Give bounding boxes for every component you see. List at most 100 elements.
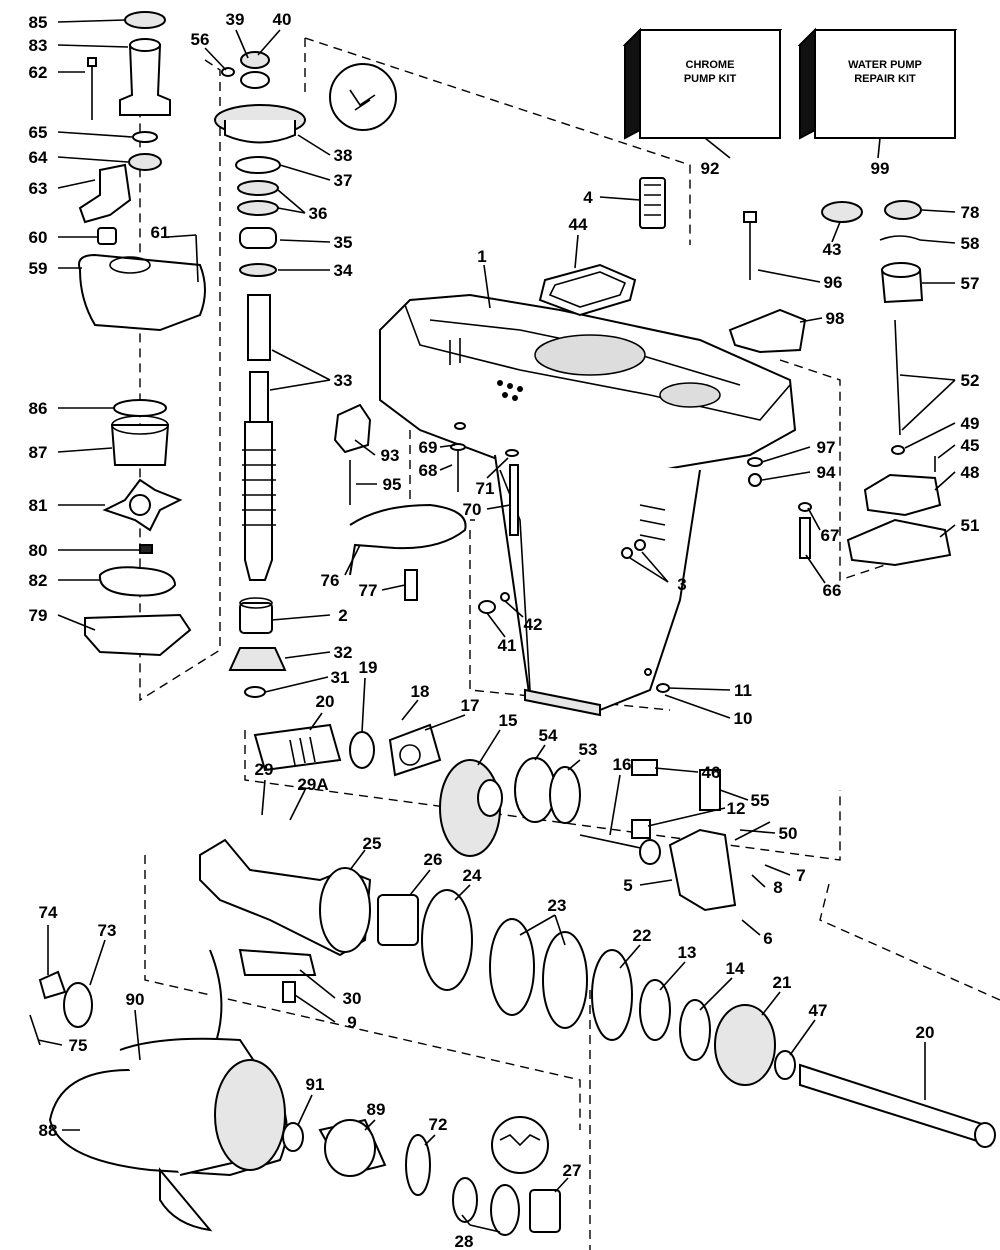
callout-33: 33	[334, 371, 353, 390]
kit-label-chrome-line2: PUMP KIT	[684, 73, 737, 85]
side-outline	[304, 38, 591, 1250]
callout-57: 57	[961, 274, 980, 293]
callout-28: 28	[455, 1232, 474, 1250]
callout-8: 8	[773, 878, 782, 897]
callout-32: 32	[334, 643, 353, 662]
kit-label-chrome-line1: CHROME	[686, 59, 735, 71]
callout-23: 23	[548, 896, 567, 915]
callout-94: 94	[817, 463, 836, 482]
callout-90: 90	[126, 990, 145, 1009]
callout-83: 83	[29, 36, 48, 55]
callout-58: 58	[961, 234, 980, 253]
callout-13: 13	[678, 943, 697, 962]
callout-63: 63	[29, 179, 48, 198]
callout-43: 43	[823, 240, 842, 259]
kit-label-waterpump-line2: REPAIR KIT	[854, 73, 916, 85]
callout-60: 60	[29, 228, 48, 247]
seal-detail-inset	[329, 63, 397, 131]
seal-detail-inset-lines	[349, 89, 376, 111]
callout-36: 36	[309, 204, 328, 223]
callout-30: 30	[343, 989, 362, 1008]
callout-22: 22	[633, 926, 652, 945]
callout-80: 80	[29, 541, 48, 560]
callout-40: 40	[273, 10, 292, 29]
callout-88: 88	[39, 1121, 58, 1140]
callout-76: 76	[321, 571, 340, 590]
callout-15: 15	[499, 711, 518, 730]
callout-29: 29	[255, 760, 274, 779]
callout-9: 9	[347, 1013, 356, 1032]
callout-97: 97	[817, 438, 836, 457]
callout-47: 47	[809, 1001, 828, 1020]
callout-52: 52	[961, 371, 980, 390]
callout-10: 10	[734, 709, 753, 728]
callout-99: 99	[871, 159, 890, 178]
callout-82: 82	[29, 571, 48, 590]
callout-56: 56	[191, 30, 210, 49]
callout-45: 45	[961, 436, 980, 455]
callout-62: 62	[29, 63, 48, 82]
callout-64: 64	[29, 148, 48, 167]
callout-59: 59	[29, 259, 48, 278]
callout-2: 2	[338, 606, 347, 625]
callout-26: 26	[424, 850, 443, 869]
callout-24: 24	[463, 866, 482, 885]
callout-34: 34	[334, 261, 353, 280]
gearcase-housing	[379, 293, 797, 717]
callout-29A: 29A	[297, 775, 328, 794]
water-pump-repair-kit-box	[797, 27, 958, 159]
callout-70: 70	[463, 500, 482, 519]
callout-3: 3	[677, 575, 686, 594]
callout-20-lower: 20	[916, 1023, 935, 1042]
callout-89: 89	[367, 1100, 386, 1119]
callout-4: 4	[583, 188, 593, 207]
callout-74: 74	[39, 903, 58, 922]
callout-77: 77	[359, 581, 378, 600]
propshaft-assembly	[199, 838, 996, 1148]
callout-95: 95	[383, 475, 402, 494]
callout-92: 92	[701, 159, 720, 178]
callout-79: 79	[29, 606, 48, 625]
callout-69: 69	[419, 438, 438, 457]
callout-93: 93	[381, 446, 400, 465]
callout-49: 49	[961, 414, 980, 433]
callout-67: 67	[821, 526, 840, 545]
callout-numbers: 85 83 62 65 64 63 60 61 59 86 87 81 80 8…	[29, 10, 980, 1250]
callout-68: 68	[419, 461, 438, 480]
callout-71: 71	[476, 479, 495, 498]
callout-87: 87	[29, 443, 48, 462]
callout-50: 50	[779, 824, 798, 843]
callout-19: 19	[359, 658, 378, 677]
callout-54: 54	[539, 726, 558, 745]
callout-31: 31	[331, 668, 350, 687]
callout-53: 53	[579, 740, 598, 759]
callout-35: 35	[334, 233, 353, 252]
callout-12: 12	[727, 799, 746, 818]
callout-46: 46	[702, 763, 721, 782]
pump-parts-left	[78, 11, 206, 657]
callout-98: 98	[826, 309, 845, 328]
callout-25: 25	[363, 834, 382, 853]
callout-39: 39	[226, 10, 245, 29]
callout-18: 18	[411, 682, 430, 701]
callout-85: 85	[29, 13, 48, 32]
propshaft-group-outline	[144, 855, 1000, 1130]
chrome-pump-kit-box	[622, 27, 783, 159]
callout-48: 48	[961, 463, 980, 482]
callout-75: 75	[69, 1036, 88, 1055]
callout-86: 86	[29, 399, 48, 418]
callout-37: 37	[334, 171, 353, 190]
callout-72: 72	[429, 1115, 448, 1134]
callout-38: 38	[334, 146, 353, 165]
callout-6: 6	[763, 929, 772, 948]
callout-11: 11	[734, 681, 752, 700]
callout-42: 42	[524, 615, 543, 634]
callout-1: 1	[477, 247, 486, 266]
callout-81: 81	[29, 496, 48, 515]
callout-66: 66	[823, 581, 842, 600]
callout-65: 65	[29, 123, 48, 142]
callout-16: 16	[613, 755, 632, 774]
callout-21: 21	[773, 973, 792, 992]
